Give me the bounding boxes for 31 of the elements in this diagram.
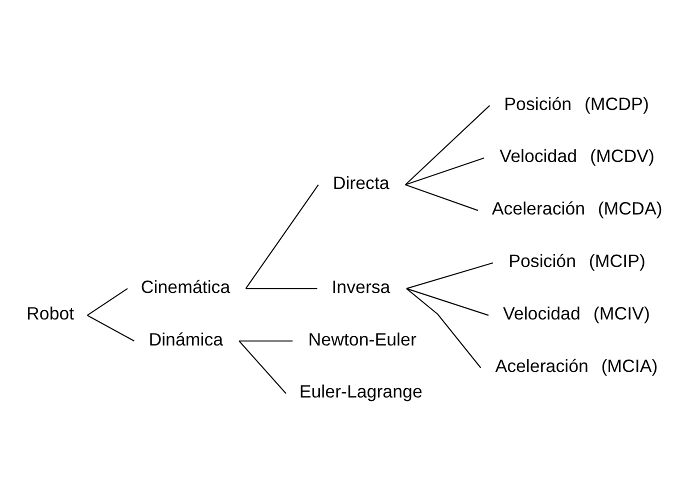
connector [406, 288, 489, 316]
connector [87, 288, 128, 316]
connector [405, 157, 484, 186]
node-label: (MCIP) [588, 251, 646, 272]
node-text: Aceleración [492, 198, 586, 219]
connector [238, 340, 286, 394]
node-label: (MCIA) [601, 356, 658, 376]
node-text: Newton-Euler [308, 329, 416, 350]
connector [239, 340, 293, 342]
node-label: (MCDA) [598, 198, 662, 219]
connector [87, 314, 134, 342]
connector [245, 184, 319, 289]
node-label: (MCDV) [590, 146, 654, 166]
connector [406, 262, 494, 290]
node-text: Dinámica [148, 329, 224, 350]
node-label: (MCIV) [593, 304, 650, 324]
connector [405, 184, 478, 211]
node-text: Inversa [332, 276, 390, 297]
node-text: Euler-Lagrange [299, 382, 422, 402]
node-text: Posición [504, 94, 572, 114]
node-text: Robot [26, 304, 74, 324]
node-text: Directa [332, 173, 390, 194]
node-text: Cinemática [140, 276, 230, 297]
node-text: Posición [508, 251, 576, 272]
node-text: Aceleración [495, 356, 588, 376]
connector [406, 288, 482, 368]
node-text: Velocidad [503, 304, 580, 324]
node-text: Velocidad [500, 146, 578, 166]
node-label: (MCDP) [584, 94, 649, 114]
connector [405, 105, 490, 186]
connector [246, 288, 318, 290]
